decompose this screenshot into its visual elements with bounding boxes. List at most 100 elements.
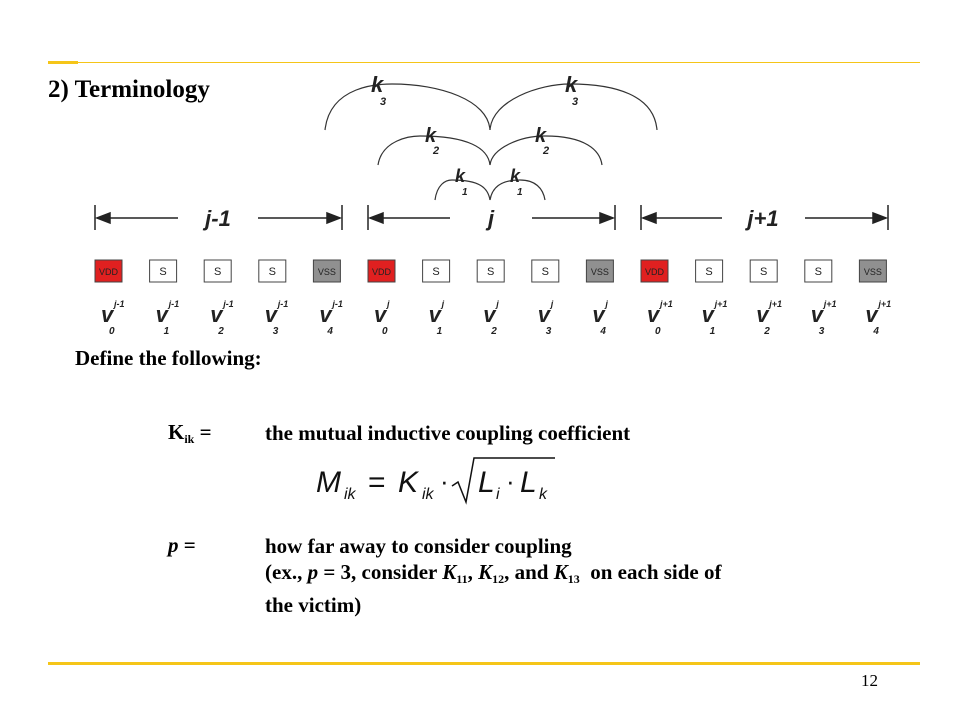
arc-k1-mid-l [451, 179, 491, 201]
pin-13-s: S [804, 259, 833, 283]
kik-equals: = [199, 420, 212, 444]
pin-label: S [705, 266, 712, 278]
v-symbol: v [538, 302, 552, 327]
arc-k3-right [569, 83, 658, 131]
define-intro: Define the following: [75, 346, 262, 370]
v-subscript: 3 [273, 326, 279, 337]
formula-M: M [316, 466, 341, 499]
top-accent-tab [48, 61, 78, 64]
v-subscript: 2 [490, 326, 497, 337]
pin-label: VDD [99, 267, 119, 277]
v-superscript: j [495, 299, 499, 309]
top-accent-rule [48, 62, 920, 63]
formula-M-sub: ik [344, 486, 357, 503]
k2-left-label: k [425, 125, 437, 147]
pin-label: S [760, 266, 767, 278]
group-right-arrow-l [640, 211, 657, 225]
p-desc-line3: the victim) [265, 593, 362, 617]
kik-symbol: K [168, 420, 185, 444]
k12-symbol: K [478, 560, 493, 584]
arc-k1-right [519, 179, 546, 201]
formula-K-sub: ik [422, 486, 435, 503]
k3-right-sub: 3 [572, 96, 578, 108]
pin-10-vdd: VDD [640, 259, 669, 283]
v-subscript: 1 [164, 326, 170, 337]
v-subscript: 3 [546, 326, 552, 337]
k2-left-sub: 2 [432, 145, 439, 157]
formula-dot2: · [506, 466, 515, 496]
p-equals: = [183, 533, 196, 557]
page-title: 2) Terminology [48, 76, 210, 103]
arc-k2-mid-l [419, 135, 491, 166]
kik-term: Kik = [168, 420, 212, 447]
v-superscript: j-1 [277, 299, 289, 309]
pin-7-s: S [476, 259, 505, 283]
v-symbol: v [756, 302, 770, 327]
v-superscript: j-1 [331, 299, 343, 309]
v-symbol: v [592, 302, 606, 327]
p-symbol: p [168, 533, 179, 557]
ex-open: (ex., [265, 560, 308, 584]
k12-sub: 12 [492, 572, 505, 586]
pin-box [258, 259, 287, 283]
pin-5-vdd: VDD [367, 259, 396, 283]
pin-label: VDD [372, 267, 392, 277]
k1-right-label: k [510, 166, 521, 186]
p-description: how far away to consider coupling (ex., … [265, 533, 905, 618]
group-left-arrow-l [94, 211, 111, 225]
pin-box [422, 259, 451, 283]
v-superscript: j+1 [659, 299, 673, 309]
pin-label: S [159, 266, 166, 278]
group-left-arrow-r [326, 211, 343, 225]
v-subscript: 0 [382, 326, 388, 337]
v-symbol: v [483, 302, 497, 327]
pin-box [858, 259, 887, 283]
k1-left-sub: 1 [462, 187, 468, 198]
pin-label: VSS [591, 267, 609, 277]
k2-right-sub: 2 [542, 145, 549, 157]
sep2: , and [504, 560, 554, 584]
v-superscript: j [604, 299, 608, 309]
arc-k2-right [544, 135, 603, 166]
k11-sub: 11 [456, 572, 468, 586]
v-symbol: v [429, 302, 443, 327]
v-symbol: v [265, 302, 279, 327]
arc-k3-mid-l [391, 83, 491, 131]
pin-12-s: S [749, 259, 778, 283]
formula-Lk: L [520, 466, 537, 499]
v-symbol: v [811, 302, 825, 327]
k13-sub: 13 [567, 572, 580, 586]
k13-symbol: K [553, 560, 568, 584]
v-symbol: v [374, 302, 388, 327]
pin-box [531, 259, 560, 283]
pin-label: VDD [645, 267, 665, 277]
formula-sqrt-sign [451, 457, 555, 505]
k1-right-sub: 1 [517, 187, 523, 198]
kik-sub: ik [184, 432, 195, 446]
mutual-inductance-formula: M ik = K ik · L i · L k [316, 457, 555, 505]
v-subscript: 2 [763, 326, 770, 337]
pin-label: S [487, 266, 494, 278]
v-symbol: v [210, 302, 224, 327]
pin-box [94, 259, 123, 283]
v-symbol: v [156, 302, 170, 327]
v-subscript: 2 [217, 326, 224, 337]
k1-left-label: k [455, 166, 466, 186]
v-subscript: 4 [872, 326, 879, 337]
pin-box [640, 259, 669, 283]
v-superscript: j+1 [714, 299, 728, 309]
group-mid-arrow-l [367, 211, 384, 225]
arc-k3-left [324, 83, 393, 131]
kik-description: the mutual inductive coupling coefficien… [265, 421, 631, 445]
k3-left-sub: 3 [380, 96, 386, 108]
pin-box [695, 259, 724, 283]
